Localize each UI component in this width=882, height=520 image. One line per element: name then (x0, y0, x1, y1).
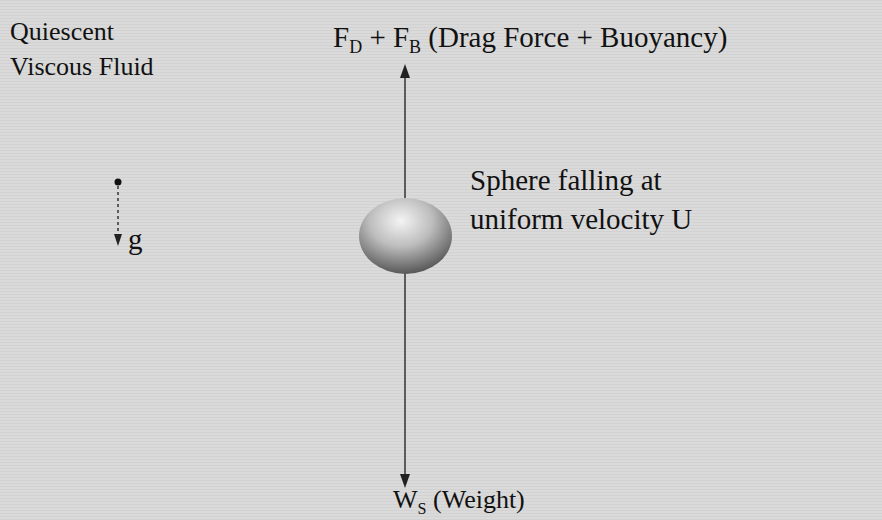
gravity-arrow (117, 186, 119, 236)
drag-label: FD + FB (Drag Force + Buoyancy) (333, 22, 727, 58)
subscript: S (418, 500, 427, 518)
label-text: Quiescent Viscous Fluid (10, 17, 154, 81)
label-text: W (393, 486, 418, 515)
subscript: B (409, 38, 421, 58)
label-text: F (333, 22, 349, 54)
arrow-head (400, 64, 410, 78)
label-text: + F (369, 22, 409, 54)
sphere: Sphere falling at uniform velocity U (358, 197, 453, 275)
label-text: (Weight) (433, 486, 525, 515)
drag-arrow (404, 76, 406, 200)
weight-arrow (404, 272, 406, 476)
gravity-label: g (128, 224, 143, 256)
fluid-label: Quiescent Viscous Fluid (10, 14, 160, 84)
sphere-caption: Sphere falling at uniform velocity U (470, 161, 720, 239)
label-text: (Drag Force + Buoyancy) (428, 22, 727, 54)
label-text: g (128, 224, 143, 256)
gravity-dot (115, 179, 122, 186)
sphere-shape (358, 197, 453, 275)
weight-label: WS (Weight) (393, 486, 525, 517)
arrow-head (114, 234, 122, 246)
subscript: D (349, 38, 362, 58)
